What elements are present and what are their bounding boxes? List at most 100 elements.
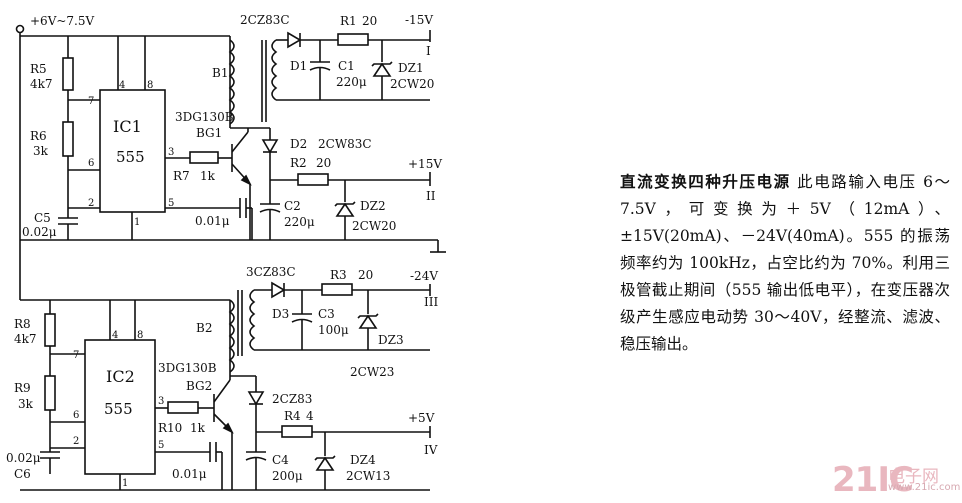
svg-text:7: 7 xyxy=(88,96,94,107)
label-r2: R2 xyxy=(290,156,307,170)
svg-text:1: 1 xyxy=(134,217,140,228)
watermark-brand: 21IC xyxy=(832,460,914,500)
label-bg1: BG1 xyxy=(196,126,222,140)
label-r6-value: 3k xyxy=(33,144,49,158)
label-b2: B2 xyxy=(196,321,212,335)
r8-resistor xyxy=(44,313,56,347)
b2-primary xyxy=(228,299,235,373)
label-dz2: DZ2 xyxy=(360,199,386,213)
label-c-001-2: 0.01μ xyxy=(172,467,207,481)
svg-text:8: 8 xyxy=(137,330,143,341)
svg-text:5: 5 xyxy=(168,198,174,209)
dz3-zener xyxy=(358,314,378,329)
r6-resistor xyxy=(62,121,74,157)
label-dz4-value: 2CW13 xyxy=(346,469,390,483)
label-q1: 3DG130B xyxy=(175,110,234,124)
label-d2-type: 2CW83C xyxy=(318,137,372,151)
watermark-logo: 21IC 电子网 www.21ic.com xyxy=(832,460,961,500)
label-c2-value: 220μ xyxy=(284,215,315,229)
label-out2-voltage: +15V xyxy=(408,157,442,171)
label-dz2-value: 2CW20 xyxy=(352,219,396,233)
label-ic1-type: 555 xyxy=(116,148,145,166)
label-r8-value: 4k7 xyxy=(14,332,37,346)
label-dz1-value: 2CW20 xyxy=(390,77,434,91)
label-d3: D3 xyxy=(272,307,289,321)
label-r2-value: 20 xyxy=(316,156,331,170)
r1-resistor xyxy=(337,33,369,46)
label-r7: R7 xyxy=(173,169,190,183)
label-r7-value: 1k xyxy=(200,169,216,183)
label-out4: IV xyxy=(424,443,438,457)
label-r4-value: 4 xyxy=(306,409,314,423)
circuit-description: 直流变换四种升压电源 此电路输入电压 6～7.5V，可变换为＋5V（12mA）、… xyxy=(620,168,950,358)
label-r4: R4 xyxy=(284,409,301,423)
label-vin: +6V~7.5V xyxy=(30,14,94,28)
label-r8: R8 xyxy=(14,317,31,331)
label-c1: C1 xyxy=(338,59,355,73)
label-dz3-value: 2CW23 xyxy=(350,365,394,379)
svg-text:6: 6 xyxy=(73,410,79,421)
label-r9: R9 xyxy=(14,381,31,395)
label-c3: C3 xyxy=(318,307,335,321)
label-r3-value: 20 xyxy=(358,268,373,282)
description-body: 此电路输入电压 6～7.5V，可变换为＋5V（12mA）、±15V(20mA)、… xyxy=(620,173,950,353)
r5-resistor xyxy=(62,57,74,91)
r9-resistor xyxy=(44,375,56,411)
label-ic1: IC1 xyxy=(113,117,142,136)
r10-resistor xyxy=(167,401,199,414)
svg-text:7: 7 xyxy=(73,350,79,361)
label-out1-voltage: -15V xyxy=(405,13,433,27)
dz4-zener xyxy=(315,456,335,471)
label-bg2: BG2 xyxy=(186,379,212,393)
label-out2: II xyxy=(426,189,436,203)
label-r6: R6 xyxy=(30,129,47,143)
dz1-zener xyxy=(372,62,392,77)
r3-resistor xyxy=(321,283,353,296)
b1-secondary xyxy=(271,39,278,101)
label-c1-value: 220μ xyxy=(336,75,367,89)
label-q2: 3DG130B xyxy=(158,361,217,375)
svg-text:1: 1 xyxy=(122,478,128,489)
label-r3: R3 xyxy=(330,268,347,282)
label-d1-type: 2CZ83C xyxy=(240,13,290,27)
label-r5: R5 xyxy=(30,62,47,76)
svg-text:2: 2 xyxy=(88,198,94,209)
r4-resistor xyxy=(281,425,313,438)
label-out1: I xyxy=(426,44,431,58)
label-d2: D2 xyxy=(290,137,307,151)
label-c2: C2 xyxy=(284,199,301,213)
label-r10-value: 1k xyxy=(190,421,206,435)
label-out4-voltage: +5V xyxy=(408,411,435,425)
label-c3-value: 100μ xyxy=(318,323,349,337)
label-c4-value: 200μ xyxy=(272,469,303,483)
label-b1: B1 xyxy=(212,66,228,80)
svg-text:3: 3 xyxy=(168,147,174,158)
label-c6-value: 0.02μ xyxy=(6,451,41,465)
svg-text:4: 4 xyxy=(112,330,118,341)
label-c-001-1: 0.01μ xyxy=(195,214,230,228)
r2-resistor xyxy=(297,173,329,186)
r7-resistor xyxy=(189,151,219,164)
d3-diode xyxy=(271,281,286,299)
svg-text:2: 2 xyxy=(73,436,79,447)
watermark-cn: 电子网 xyxy=(888,467,939,487)
label-d1: D1 xyxy=(290,59,307,73)
label-r1-value: 20 xyxy=(362,14,377,28)
svg-text:3: 3 xyxy=(158,396,164,407)
label-out3-voltage: -24V xyxy=(410,269,438,283)
label-d3-type: 3CZ83C xyxy=(246,265,296,279)
b2-secondary xyxy=(249,289,256,351)
label-r5-value: 4k7 xyxy=(30,77,53,91)
label-c4: C4 xyxy=(272,453,289,467)
label-ic2: IC2 xyxy=(106,367,135,386)
svg-text:5: 5 xyxy=(158,440,164,451)
d2-diode xyxy=(261,139,279,154)
b1-primary xyxy=(228,39,235,125)
input-terminal xyxy=(15,24,25,34)
label-c6: C6 xyxy=(14,467,31,481)
d1-diode xyxy=(287,31,302,49)
label-dz4: DZ4 xyxy=(350,453,376,467)
watermark-url: www.21ic.com xyxy=(888,482,961,493)
d4-diode xyxy=(247,391,265,406)
